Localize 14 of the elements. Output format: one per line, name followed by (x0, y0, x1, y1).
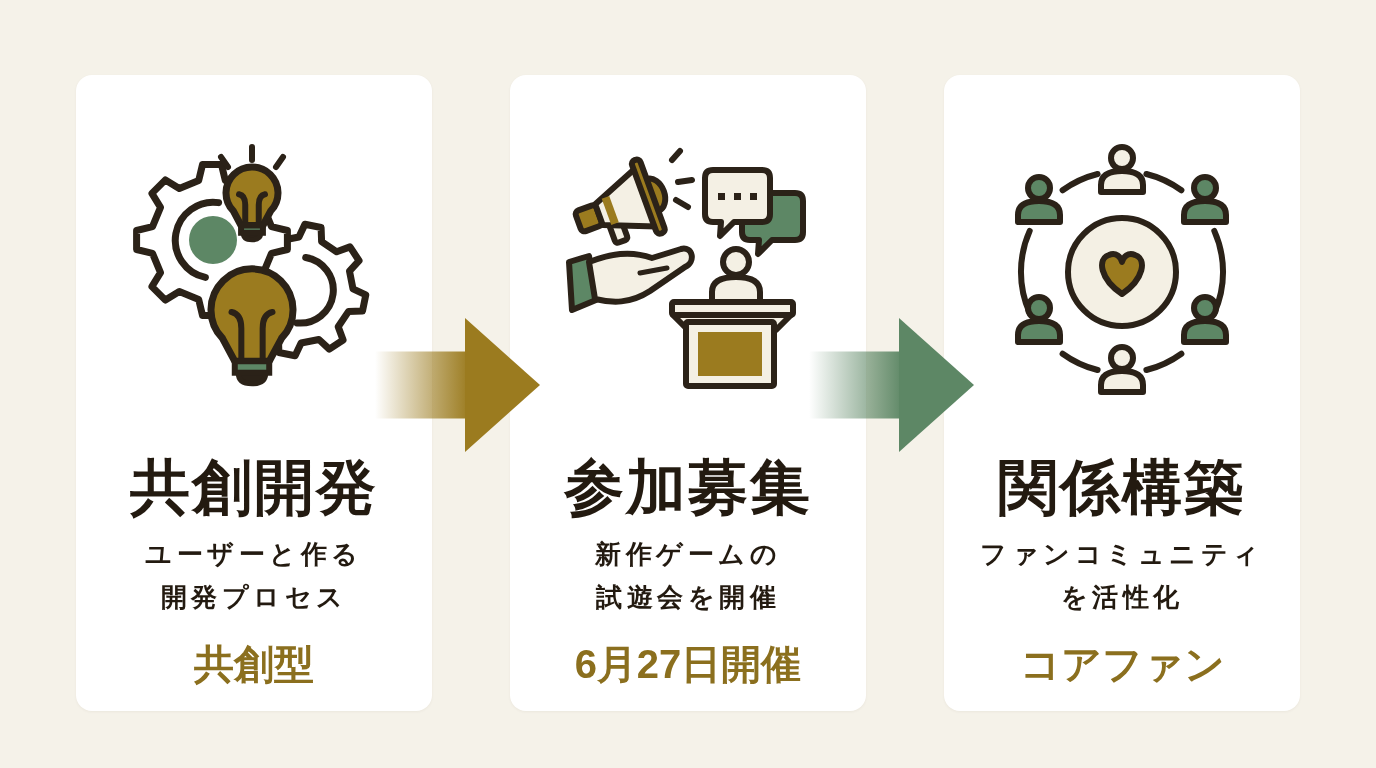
arrow (375, 318, 540, 452)
step-card (944, 75, 1300, 711)
step-title: 関係構築 (998, 458, 1246, 518)
arrow (809, 318, 974, 452)
step-description: 新作ゲームの試遊会を開催 (594, 538, 782, 614)
step-keyword: コアファン (1019, 641, 1225, 687)
step-card (76, 75, 432, 711)
step-title: 共創開発 (130, 458, 378, 518)
step-card (510, 75, 866, 711)
step-title: 参加募集 (564, 458, 812, 518)
step-keyword: 6月27日開催 (574, 641, 802, 687)
step-keyword: 共創型 (194, 641, 314, 687)
step-description: ファンコミュニティを活性化 (979, 538, 1265, 614)
step-description: ユーザーと作る開発プロセス (144, 538, 364, 614)
